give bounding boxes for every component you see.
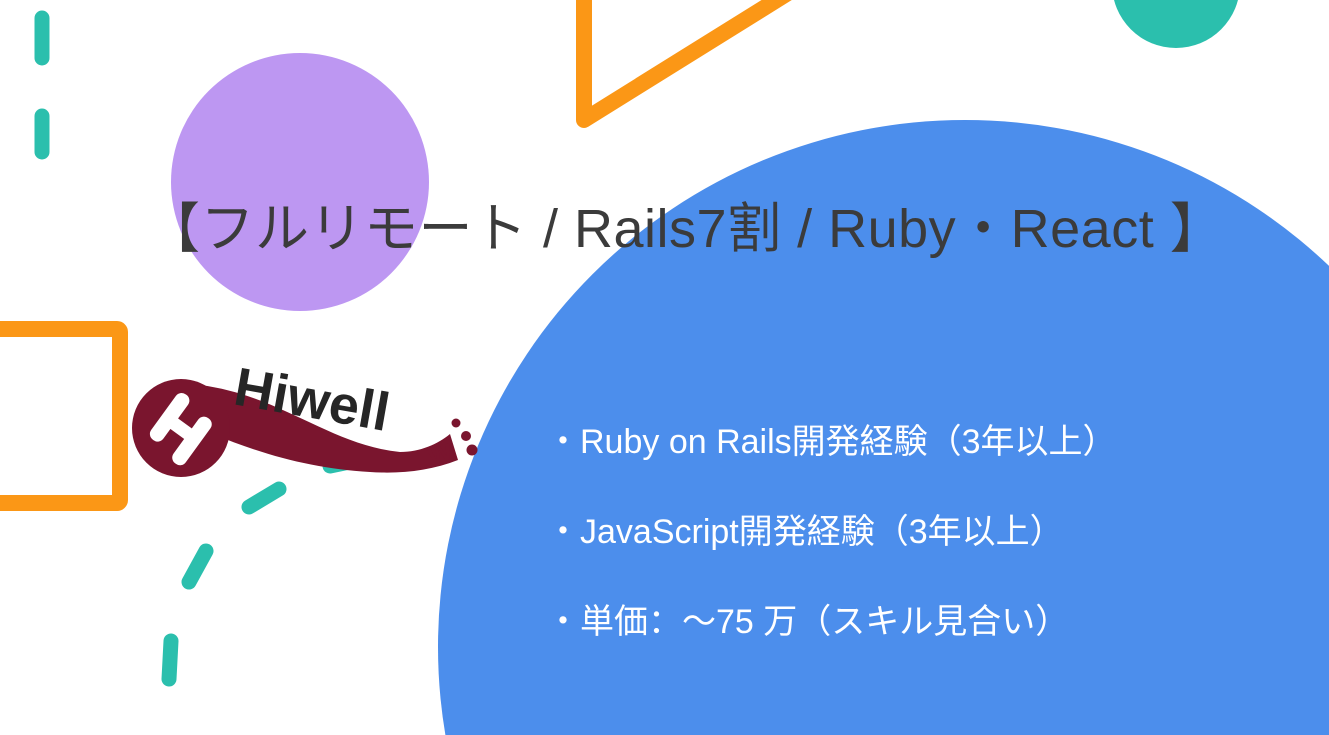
orange-square-outline: [0, 321, 128, 511]
bullet-item-javascript: ・JavaScript開発経験（3年以上）: [546, 513, 1064, 551]
logo-swoosh-shape: [170, 385, 458, 473]
teal-dash: [161, 633, 179, 687]
bullet-item-rate: ・単価：～75 万（スキル見合い）: [546, 603, 1070, 641]
logo-h-mark: [149, 392, 212, 466]
blue-circle: [438, 120, 1329, 735]
purple-circle: [171, 53, 429, 311]
bullet-item-rails: ・Ruby on Rails開発経験（3年以上）: [546, 423, 1117, 461]
slide-title: 【フルリモート / Rails7割 / Ruby・React 】: [146, 199, 1225, 259]
teal-dash: [181, 543, 214, 590]
teal-circle: [1114, 0, 1238, 48]
orange-triangle-outline: [576, 0, 792, 128]
bullet-list: ・Ruby on Rails開発経験（3年以上） ・JavaScript開発経験…: [546, 420, 1117, 690]
orange-outlines: [0, 0, 792, 511]
teal-dash: [241, 481, 287, 515]
hiwell-logo: Hiwell w: [132, 357, 478, 477]
